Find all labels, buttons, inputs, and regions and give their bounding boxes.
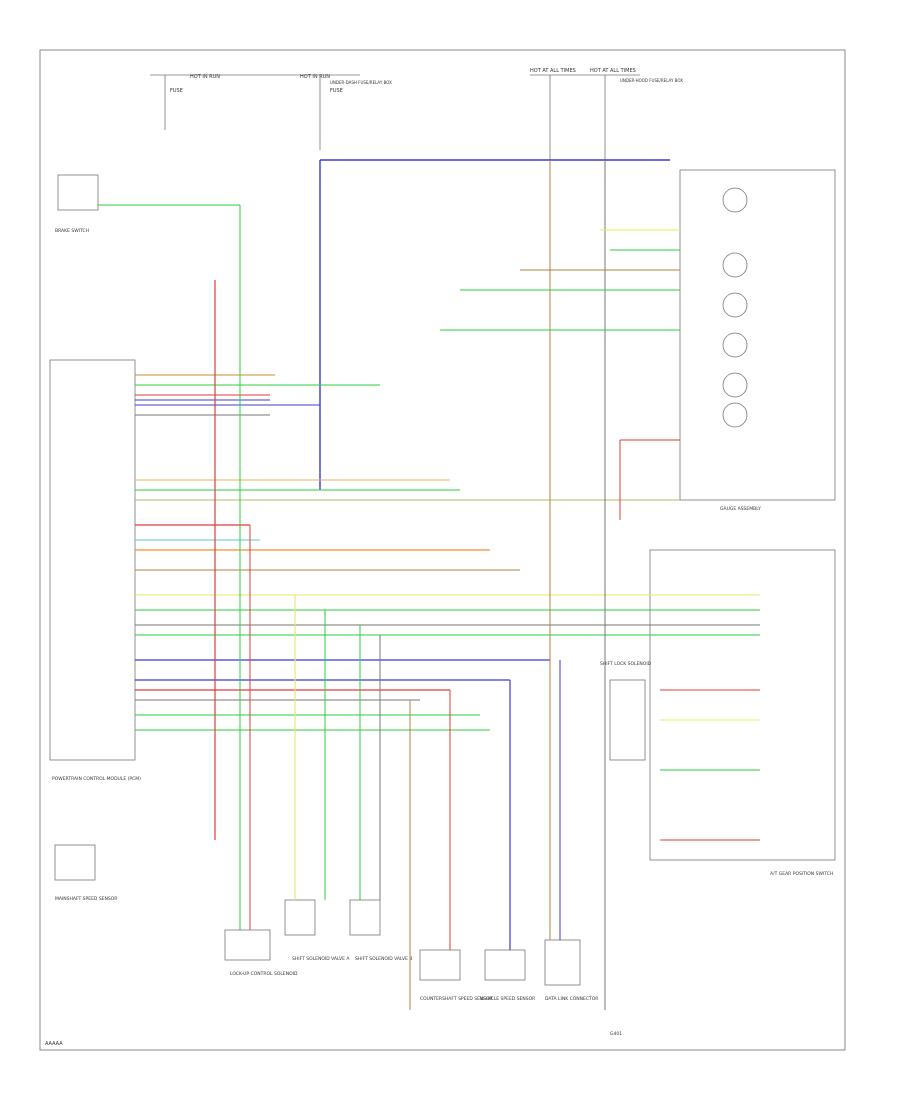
lockup-solenoid-label: LOCK-UP CONTROL SOLENOID <box>230 971 298 977</box>
shift-solenoid-a-label: SHIFT SOLENOID VALVE A <box>292 956 350 962</box>
gear-position-switch-label: A/T GEAR POSITION SWITCH <box>770 871 833 877</box>
pcm-box <box>49 359 136 761</box>
countershaft-sensor-box <box>419 949 461 981</box>
fuse-box-left-label: UNDER-DASH FUSE/RELAY BOX <box>330 80 392 85</box>
shift-lock-solenoid-box <box>609 679 646 761</box>
fuse-left-label: FUSE <box>170 88 183 94</box>
diagram-frame <box>39 49 846 1051</box>
gauge-assembly-box <box>679 169 836 501</box>
gauge-feed-wires <box>440 229 680 520</box>
pcm-wires <box>135 374 760 731</box>
shift-lock-solenoid-label: SHIFT LOCK SOLENOID <box>600 661 652 667</box>
indicator-bulb-1 <box>722 187 748 213</box>
vehicle-speed-sensor-label: VEHICLE SPEED SENSOR <box>480 996 535 1002</box>
hot-in-run-left-label: HOT IN RUN <box>190 74 220 80</box>
brake-switch-box <box>57 174 99 211</box>
gauge-assembly-label: GAUGE ASSEMBLY <box>720 506 761 512</box>
hot-at-all-times-2-label: HOT AT ALL TIMES <box>590 68 636 74</box>
indicator-bulb-3 <box>722 292 748 318</box>
data-link-connector-box <box>544 939 581 986</box>
indicator-bulb-6 <box>722 402 748 428</box>
mainshaft-sensor-box <box>54 844 96 881</box>
hot-in-run-right-label: HOT IN RUN <box>300 74 330 80</box>
shift-solenoid-a-box <box>284 899 316 936</box>
ground-label: G401 <box>610 1031 622 1037</box>
shift-solenoid-b-box <box>349 899 381 936</box>
indicator-bulb-4 <box>722 332 748 358</box>
indicator-bulb-5 <box>722 372 748 398</box>
shift-solenoid-b-label: SHIFT SOLENOID VALVE B <box>355 956 412 962</box>
footer-code: AAAAA <box>45 1041 63 1047</box>
vertical-wires <box>214 160 606 1010</box>
vehicle-speed-sensor-box <box>484 949 526 981</box>
countershaft-sensor-label: COUNTERSHAFT SPEED SENSOR <box>420 996 493 1002</box>
indicator-bulb-2 <box>722 252 748 278</box>
gear-position-switch-box <box>649 549 836 861</box>
fuse-right-label: FUSE <box>330 88 343 94</box>
pcm-label: POWERTRAIN CONTROL MODULE (PCM) <box>52 776 141 782</box>
underhood-fuse-box-label: UNDER-HOOD FUSE/RELAY BOX <box>620 78 683 83</box>
lockup-solenoid-box <box>224 929 271 961</box>
data-link-connector-label: DATA LINK CONNECTOR <box>545 996 598 1002</box>
mainshaft-sensor-label: MAINSHAFT SPEED SENSOR <box>55 896 117 902</box>
hot-at-all-times-1-label: HOT AT ALL TIMES <box>530 68 576 74</box>
brake-switch-label: BRAKE SWITCH <box>55 228 89 234</box>
